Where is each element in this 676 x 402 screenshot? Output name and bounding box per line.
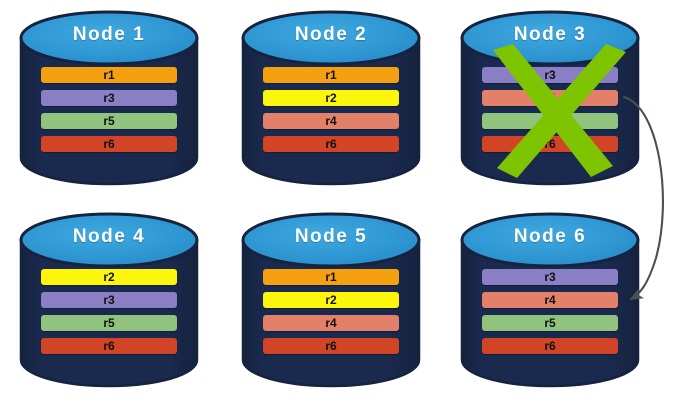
replica-stripe[interactable]: r3 (482, 67, 618, 83)
replica-stripe[interactable]: r6 (41, 136, 177, 152)
replica-stripe[interactable]: r4 (482, 292, 618, 308)
replica-stripe[interactable]: r5 (482, 315, 618, 331)
replica-label: r4 (544, 293, 556, 307)
replica-stripe[interactable]: r3 (41, 292, 177, 308)
replica-label: r4 (325, 316, 337, 330)
replica-list: r3 r4 r5 r6 (482, 269, 618, 361)
replica-label: r2 (103, 270, 115, 284)
replica-list: r3 r4 r5 r6 (482, 67, 618, 159)
replica-label: r5 (544, 114, 556, 128)
replica-label: r6 (325, 137, 337, 151)
replica-stripe[interactable]: r1 (263, 67, 399, 83)
replica-list: r1 r2 r4 r6 (263, 269, 399, 361)
replica-label: r5 (544, 316, 556, 330)
replica-label: r4 (325, 114, 337, 128)
replica-label: r3 (544, 270, 556, 284)
replica-stripe[interactable]: r1 (263, 269, 399, 285)
replica-stripe[interactable]: r3 (482, 269, 618, 285)
replica-label: r1 (325, 68, 337, 82)
replica-stripe[interactable]: r4 (263, 315, 399, 331)
replica-stripe[interactable]: r5 (41, 113, 177, 129)
replica-stripe[interactable]: r6 (263, 136, 399, 152)
replica-stripe[interactable]: r6 (482, 136, 618, 152)
replica-label: r4 (544, 91, 556, 105)
replica-stripe[interactable]: r4 (263, 113, 399, 129)
replica-label: r6 (544, 339, 556, 353)
replica-list: r2 r3 r5 r6 (41, 269, 177, 361)
replica-label: r6 (544, 137, 556, 151)
replica-stripe[interactable]: r6 (482, 338, 618, 354)
replica-stripe[interactable]: r2 (263, 292, 399, 308)
replica-label: r5 (103, 316, 115, 330)
replica-stripe[interactable]: r2 (263, 90, 399, 106)
replica-stripe[interactable]: r4 (482, 90, 618, 106)
replica-label: r3 (103, 293, 115, 307)
replica-stripe[interactable]: r3 (41, 90, 177, 106)
replica-label: r5 (103, 114, 115, 128)
replica-stripe[interactable]: r5 (41, 315, 177, 331)
replica-stripe[interactable]: r2 (41, 269, 177, 285)
replica-list: r1 r2 r4 r6 (263, 67, 399, 159)
replica-stripe[interactable]: r5 (482, 113, 618, 129)
replica-label: r6 (103, 339, 115, 353)
replica-label: r3 (544, 68, 556, 82)
replica-label: r2 (325, 91, 337, 105)
replica-label: r6 (325, 339, 337, 353)
replica-stripe[interactable]: r6 (263, 338, 399, 354)
replica-stripe[interactable]: r6 (41, 338, 177, 354)
replica-label: r2 (325, 293, 337, 307)
replica-label: r1 (103, 68, 115, 82)
replica-label: r1 (325, 270, 337, 284)
replica-label: r3 (103, 91, 115, 105)
replica-list: r1 r3 r5 r6 (41, 67, 177, 159)
replica-label: r6 (103, 137, 115, 151)
replica-stripe[interactable]: r1 (41, 67, 177, 83)
